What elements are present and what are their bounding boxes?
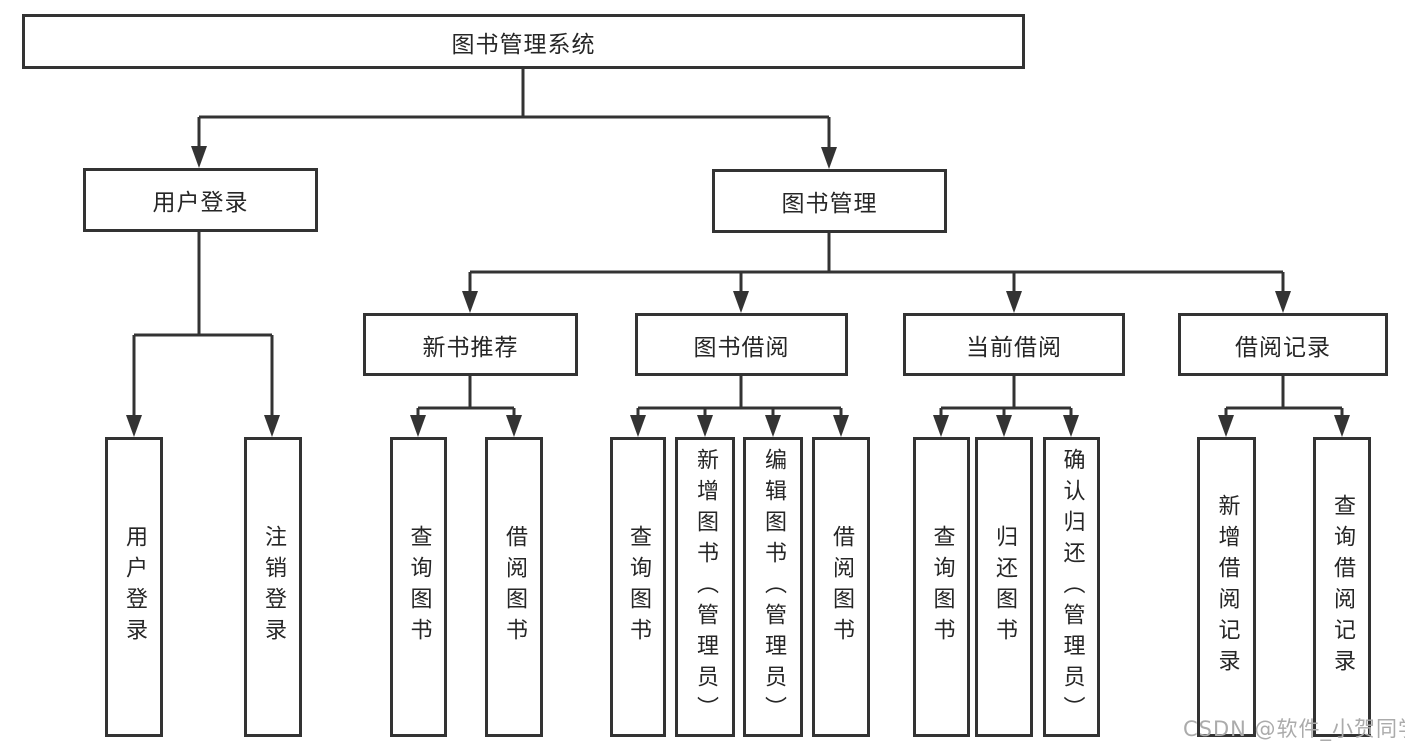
node-book-management: 图书管理 [712,169,947,233]
node-label: 用户登录 [152,190,249,216]
arrowhead-icon [1275,291,1291,313]
node-label: 图书借阅 [693,334,790,361]
node-user-login: 用户登录 [83,168,318,232]
connector-book-borrow-children [630,376,849,437]
node-label: 归还图书 [992,525,1017,649]
arrowhead-icon [996,415,1012,437]
arrowhead-icon [630,415,646,437]
node-label: 查询图书 [406,525,432,649]
node-leaf-query-borrow-record: 查询借阅记录 [1313,437,1371,737]
node-label: 新增借阅记录 [1214,494,1240,680]
arrowhead-icon [264,415,280,437]
csdn-watermark: CSDN @软件_小贺同学 [1183,717,1405,741]
arrowhead-icon [697,415,713,437]
arrowhead-icon [765,415,781,437]
node-label: 编辑图书（管理员） [761,447,786,727]
connector-current-borrow-children [933,376,1079,437]
node-leaf-query-book-3: 查询图书 [913,437,970,737]
node-leaf-user-login: 用户登录 [105,437,163,737]
connector-new-book-children [410,376,522,437]
node-label: 当前借阅 [966,334,1062,361]
node-label: 新书推荐 [422,334,519,361]
arrowhead-icon [462,291,478,313]
connector-user-login-children [126,232,280,437]
node-root: 图书管理系统 [22,14,1025,69]
node-label: 查询图书 [626,525,651,649]
node-leaf-confirm-return-admin: 确认归还（管理员） [1043,437,1100,737]
node-new-book-recommend: 新书推荐 [363,313,578,376]
node-leaf-add-borrow-record: 新增借阅记录 [1197,437,1256,737]
node-leaf-borrow-book-1: 借阅图书 [485,437,543,737]
node-label: 确认归还（管理员） [1059,447,1085,727]
node-label: 借阅图书 [829,525,854,649]
arrowhead-icon [506,415,522,437]
arrowhead-icon [191,146,207,168]
node-borrow-record: 借阅记录 [1178,313,1388,376]
node-label: 新增图书（管理员） [693,447,718,727]
arrowhead-icon [1334,415,1350,437]
node-label: 查询图书 [929,525,955,649]
arrowhead-icon [821,147,837,169]
node-leaf-logout: 注销登录 [244,437,302,737]
arrowhead-icon [1218,415,1234,437]
arrowhead-icon [410,415,426,437]
node-book-borrow: 图书借阅 [635,313,848,376]
connector-root-to-level2 [191,69,837,169]
node-label: 查询借阅记录 [1330,494,1355,680]
arrowhead-icon [833,415,849,437]
node-label: 图书管理 [781,191,878,217]
node-leaf-return-book: 归还图书 [975,437,1033,737]
node-label: 借阅记录 [1235,334,1331,361]
arrowhead-icon [733,291,749,313]
arrowhead-icon [933,415,949,437]
arrowhead-icon [1006,291,1022,313]
node-label: 用户登录 [122,525,147,649]
arrowhead-icon [126,415,142,437]
node-leaf-borrow-book-2: 借阅图书 [812,437,870,737]
node-leaf-query-book-2: 查询图书 [610,437,666,737]
node-current-borrow: 当前借阅 [903,313,1125,376]
node-leaf-add-book-admin: 新增图书（管理员） [675,437,735,737]
node-leaf-query-book-1: 查询图书 [390,437,447,737]
connector-book-mgmt-to-level3 [462,233,1291,313]
arrowhead-icon [1063,415,1079,437]
node-label: 图书管理系统 [451,31,596,58]
node-label: 借阅图书 [502,525,527,649]
node-leaf-edit-book-admin: 编辑图书（管理员） [743,437,803,737]
connector-borrow-record-children [1218,376,1350,437]
node-label: 注销登录 [261,525,286,649]
